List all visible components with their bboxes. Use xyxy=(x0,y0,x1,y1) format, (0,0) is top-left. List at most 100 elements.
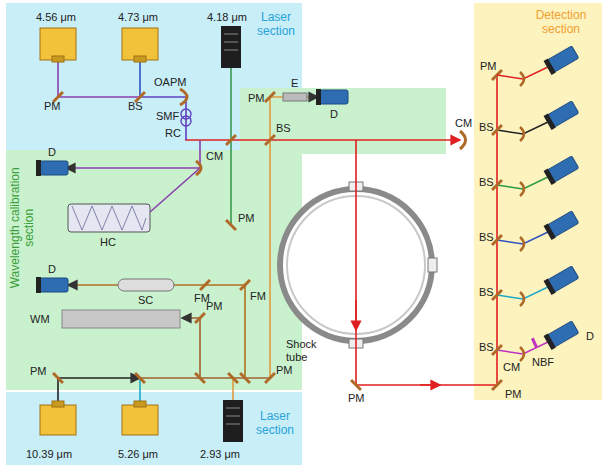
mirror xyxy=(53,373,63,383)
herriott-cell xyxy=(68,204,150,232)
part-label: 4.56 μm xyxy=(36,11,76,24)
part-label: PM xyxy=(30,365,47,378)
drawing-part xyxy=(185,139,460,141)
part-label: Shock tube xyxy=(286,338,330,363)
drawing-part xyxy=(36,45,579,390)
mirror xyxy=(195,313,205,323)
drawing-part xyxy=(223,400,243,442)
part-label: D xyxy=(48,146,56,159)
mirror xyxy=(265,373,275,383)
detector xyxy=(544,265,580,295)
drawing-part xyxy=(544,334,556,350)
drawing-part xyxy=(66,140,200,168)
part-label: PM xyxy=(238,212,255,225)
part-label: NBF xyxy=(532,356,554,369)
part-label: BS xyxy=(276,122,291,135)
drawing-part xyxy=(68,285,245,378)
drawing-part xyxy=(420,384,440,386)
drawing-part xyxy=(224,34,240,424)
part-label: BS xyxy=(479,231,494,244)
part-label: PM xyxy=(505,388,522,401)
part-label: PM xyxy=(206,300,223,313)
mirror xyxy=(492,380,502,390)
section-band xyxy=(474,3,602,400)
fiber-coil xyxy=(181,109,191,126)
drawing-part xyxy=(544,59,556,75)
part-label: BS xyxy=(479,286,494,299)
drawing-part xyxy=(40,28,76,60)
drawing-part xyxy=(58,378,140,405)
laser xyxy=(40,28,158,435)
detector xyxy=(544,210,580,240)
drawing-part xyxy=(68,204,150,232)
beam xyxy=(58,60,497,405)
optic xyxy=(520,237,524,251)
part-label: BS xyxy=(479,176,494,189)
part-label: PM xyxy=(480,60,497,73)
drawing-part xyxy=(40,278,68,292)
drawing-part xyxy=(544,224,556,240)
part-label: PM xyxy=(248,92,265,105)
drawing-part xyxy=(196,161,201,175)
drawing-part xyxy=(428,258,437,272)
part-label: CM xyxy=(503,361,520,374)
drawing-part xyxy=(460,131,466,149)
drawing-part xyxy=(270,97,318,378)
optic xyxy=(520,72,524,86)
detector xyxy=(544,320,580,350)
section-heading: Laser section xyxy=(248,410,302,438)
drawing-part xyxy=(72,206,146,230)
mirror xyxy=(226,220,236,230)
etalon xyxy=(283,93,307,101)
drawing-part xyxy=(58,60,140,97)
drawing-part xyxy=(122,28,158,60)
drawing-part xyxy=(140,97,186,140)
optic xyxy=(520,292,524,306)
drawing-part xyxy=(230,68,232,225)
part-label: 4.18 μm xyxy=(207,11,247,24)
optic xyxy=(180,89,466,175)
mirror xyxy=(240,373,250,383)
drawing-part xyxy=(355,300,357,330)
section-band xyxy=(6,392,302,465)
detector xyxy=(36,277,68,293)
part-label: RC xyxy=(165,127,181,140)
part-label: E xyxy=(291,77,298,90)
drawing-part xyxy=(150,168,200,212)
detector xyxy=(544,155,580,185)
drawing-part xyxy=(544,279,556,295)
detector xyxy=(316,89,348,105)
part-label: BS xyxy=(479,341,494,354)
section-heading: Detection section xyxy=(524,9,598,37)
part-label: PM xyxy=(44,100,61,113)
detector xyxy=(544,100,580,130)
drawing-part xyxy=(36,160,41,176)
section-band xyxy=(6,88,446,390)
drawing-part xyxy=(36,277,41,293)
mirror xyxy=(200,280,210,290)
mirror xyxy=(265,135,275,145)
drawing-part xyxy=(544,169,556,185)
part-label: SC xyxy=(138,294,153,307)
mirror xyxy=(226,135,236,145)
part-label: D xyxy=(330,108,338,121)
part-label: BS xyxy=(479,121,494,134)
detector xyxy=(36,160,68,176)
sample-cell xyxy=(118,279,174,291)
part-label: 2.93 μm xyxy=(200,448,240,461)
part-label: 5.26 μm xyxy=(118,448,158,461)
drawing-part xyxy=(356,75,497,385)
drawing-part xyxy=(122,405,158,435)
drawing-part xyxy=(544,114,556,130)
part-label: CM xyxy=(206,150,223,163)
part-label: D xyxy=(48,263,56,276)
drawing-part xyxy=(134,401,146,407)
drawing-part xyxy=(139,60,141,97)
part-label: D xyxy=(586,330,594,343)
laser xyxy=(221,26,243,442)
part-label: PM xyxy=(348,392,365,405)
mirror xyxy=(135,373,145,383)
drawing-part xyxy=(320,90,348,104)
drawing-part xyxy=(232,378,234,400)
drawing-part xyxy=(40,405,76,435)
